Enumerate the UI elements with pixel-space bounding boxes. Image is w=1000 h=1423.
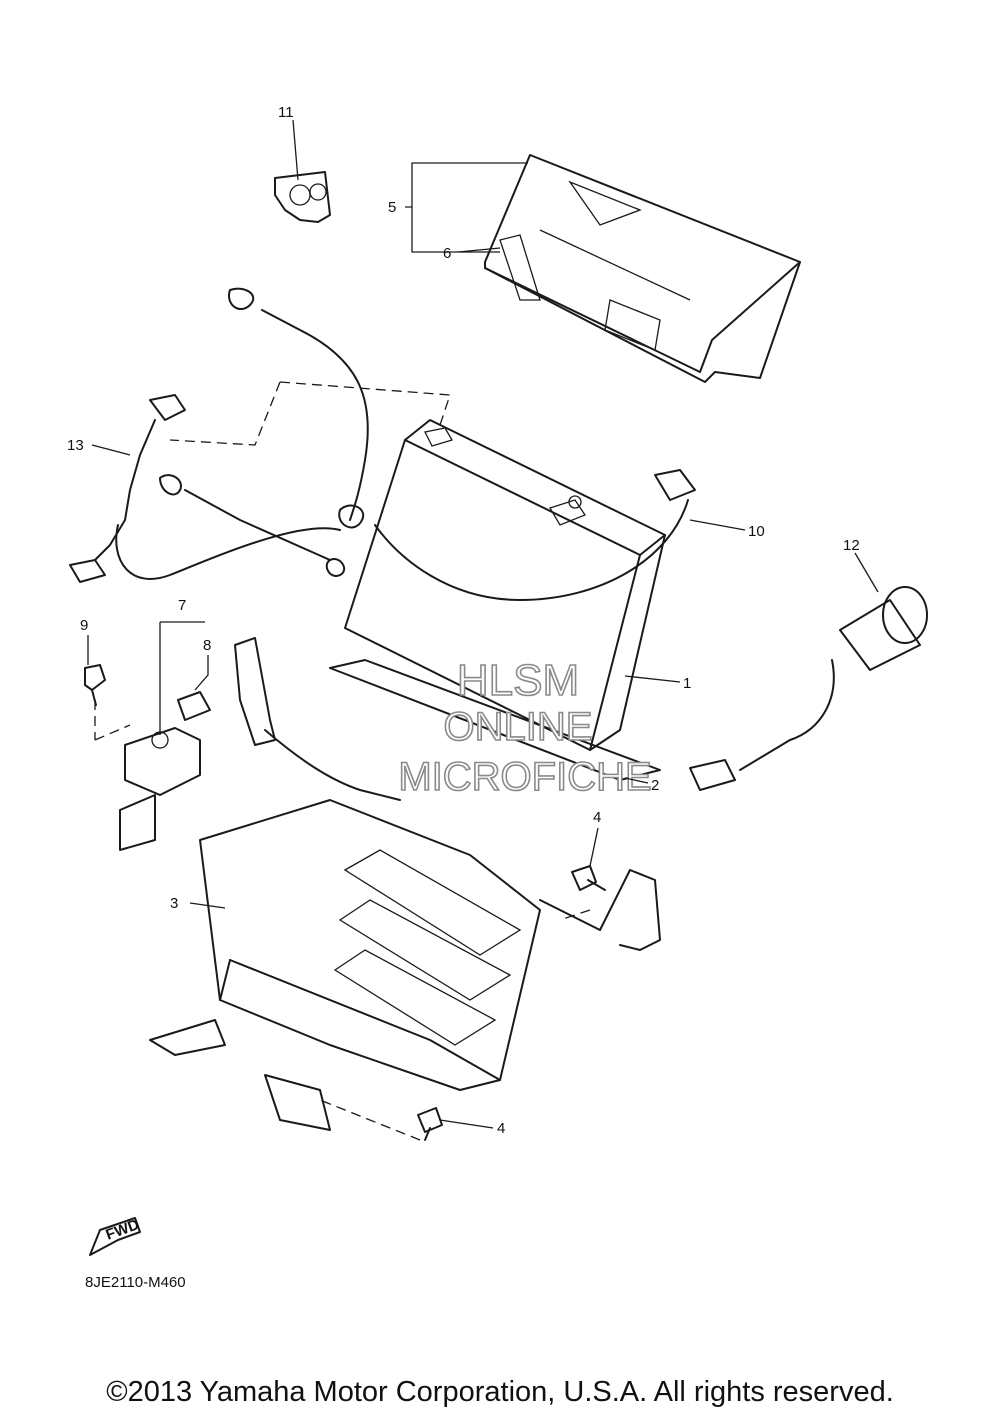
battery-box <box>149 799 541 1131</box>
flange-bolt <box>571 865 606 891</box>
positive-cable <box>374 469 696 601</box>
callout-1: 1 <box>683 675 691 692</box>
callout-5: 5 <box>388 199 396 216</box>
copyright-notice: ©2013 Yamaha Motor Corporation, U.S.A. A… <box>106 1376 894 1408</box>
callout-9: 9 <box>80 617 88 634</box>
relay <box>119 691 211 851</box>
bolt <box>84 664 106 706</box>
flange-bolt <box>417 1107 443 1141</box>
wire-harness <box>69 394 346 583</box>
fwd-label: FWD <box>104 1216 142 1244</box>
leader-lines <box>87 119 879 1129</box>
watermark-line2: ONLINE <box>444 705 593 749</box>
callout-7: 7 <box>178 597 186 614</box>
callout-8: 8 <box>203 637 211 654</box>
callout-10: 10 <box>748 523 765 540</box>
clip <box>274 171 331 223</box>
bracket-arm <box>234 637 661 951</box>
assembly-lines <box>94 381 591 1141</box>
callout-11: 11 <box>278 104 294 121</box>
callout-13: 13 <box>67 437 84 454</box>
watermark-line3: MICROFICHE <box>398 755 651 799</box>
callouts: 1 2 3 4 4 5 6 7 8 9 10 11 12 13 <box>67 104 860 1137</box>
watermark-line1: HLSM <box>457 656 579 705</box>
fwd-arrow: FWD <box>89 1216 142 1256</box>
negative-cable <box>228 287 369 529</box>
callout-4b: 4 <box>497 1120 505 1137</box>
diagram-code: 8JE2110-M460 <box>85 1274 186 1291</box>
battery-pad <box>329 659 661 781</box>
battery <box>344 419 666 751</box>
accessory-socket <box>689 586 928 791</box>
battery-cover <box>484 154 801 383</box>
callout-2: 2 <box>651 777 659 794</box>
callout-6: 6 <box>443 245 451 262</box>
callout-4a: 4 <box>593 809 601 826</box>
watermark: HLSM ONLINE MICROFICHE <box>398 655 653 800</box>
callout-3: 3 <box>170 895 178 912</box>
callout-12: 12 <box>843 537 860 554</box>
